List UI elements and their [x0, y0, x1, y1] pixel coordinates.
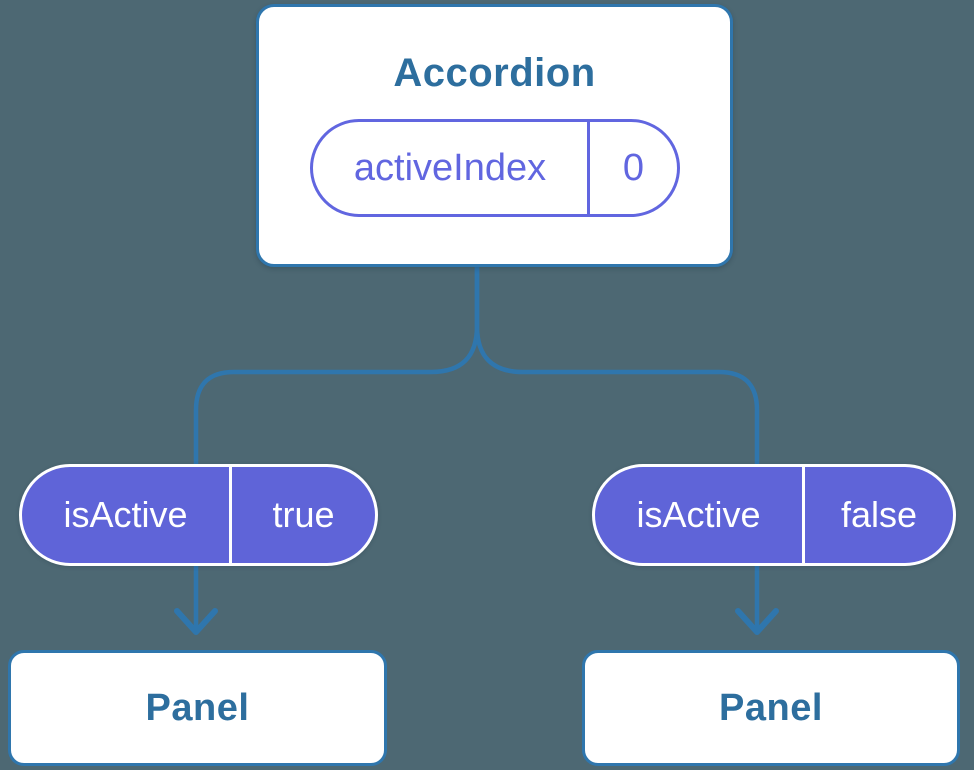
state-pill-name: activeIndex: [353, 146, 547, 189]
state-pill-divider: [587, 122, 590, 214]
panel-node-right: Panel: [582, 650, 960, 766]
panel-node-left-title: Panel: [145, 686, 250, 729]
panel-node-left: Panel: [8, 650, 387, 766]
prop-pill-right-value: false: [840, 494, 918, 535]
panel-node-right-title: Panel: [719, 686, 823, 729]
arrow-down-icon-right: [735, 608, 779, 635]
edge-root-to-right-child: [474, 267, 760, 629]
prop-pill-right: isActive false: [592, 464, 956, 566]
prop-pill-left-divider: [229, 467, 232, 563]
prop-pill-right-divider: [802, 467, 805, 563]
edge-root-to-left-child: [193, 267, 480, 629]
arrow-down-icon-left: [174, 608, 218, 635]
state-pill-activeindex: activeIndex 0: [310, 119, 680, 217]
state-pill-value: 0: [622, 146, 645, 189]
accordion-node-title: Accordion: [393, 51, 596, 95]
prop-pill-left-value: true: [272, 494, 335, 535]
prop-pill-left-name: isActive: [63, 494, 188, 535]
accordion-node: Accordion activeIndex 0: [256, 4, 733, 267]
prop-pill-left: isActive true: [19, 464, 378, 566]
prop-pill-right-name: isActive: [636, 494, 761, 535]
